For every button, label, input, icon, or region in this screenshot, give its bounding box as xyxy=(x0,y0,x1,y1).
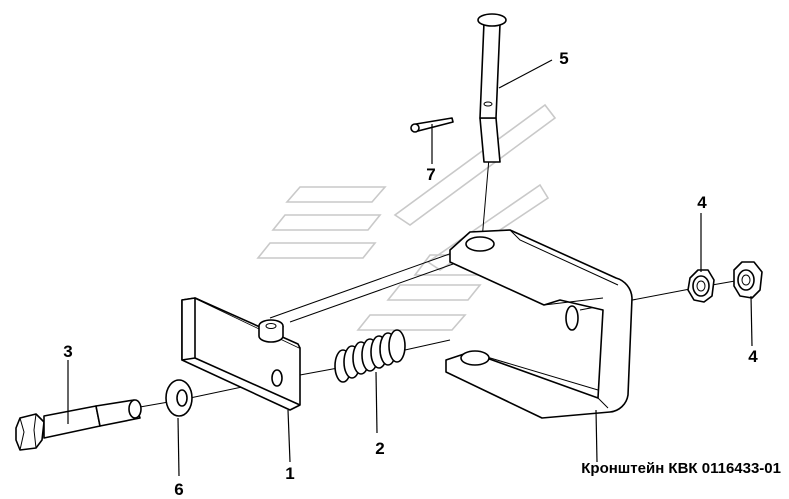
callout-4-upper: 4 xyxy=(697,193,707,212)
washer-part xyxy=(165,379,193,417)
callout-3: 3 xyxy=(63,342,72,361)
callout-6: 6 xyxy=(174,480,183,499)
cotter-pin-part xyxy=(410,117,454,133)
callout-2: 2 xyxy=(375,439,384,458)
leader-lines xyxy=(67,59,753,477)
diagram-caption: Кронштейн КВК 0116433-01 xyxy=(581,460,781,477)
callout-4-lower: 4 xyxy=(748,347,758,366)
nut-lower-part xyxy=(733,261,763,299)
callout-labels: 1 2 3 4 4 5 6 7 xyxy=(63,49,758,499)
nut-upper-part xyxy=(687,269,715,303)
watermark-logo xyxy=(256,103,557,331)
pin-part xyxy=(477,13,507,163)
bolt-part xyxy=(15,399,142,451)
plate-part xyxy=(181,297,301,411)
callout-5: 5 xyxy=(559,49,568,68)
spring-part xyxy=(334,329,406,383)
callout-7: 7 xyxy=(426,165,435,184)
bracket-part xyxy=(445,229,633,419)
callout-1: 1 xyxy=(285,464,294,483)
